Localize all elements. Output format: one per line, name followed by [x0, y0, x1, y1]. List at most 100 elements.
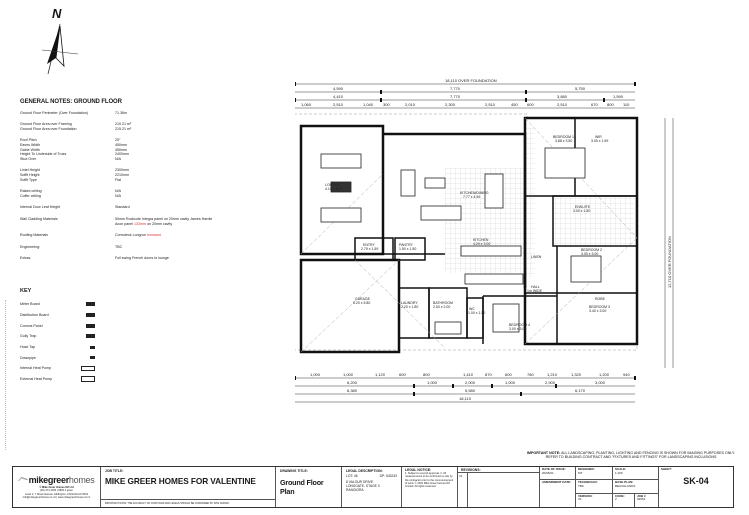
- room-label: WIR: [595, 135, 602, 139]
- room-label: BEDROOM 4: [509, 323, 530, 327]
- note-value: 2300mm: [115, 168, 129, 173]
- dimension: 940: [623, 372, 630, 377]
- dimension: 1,320: [571, 372, 582, 377]
- note-value: Flat: [115, 177, 121, 182]
- key-label: Downpipe: [20, 355, 36, 360]
- room-size: 3.00 x 3.00: [509, 327, 526, 331]
- note-key: Soffit Type: [20, 177, 37, 182]
- dimension: 1,590: [613, 94, 624, 99]
- dimension: 2,010: [405, 102, 416, 107]
- dimension: 12,710 OVER FOUNDATION: [667, 236, 672, 288]
- downpipe-icon: [90, 356, 95, 360]
- brand-tail: homes: [68, 475, 95, 485]
- note-key: Height To Underside of Truss: [20, 152, 67, 157]
- room-size: 6.20 x 5.80: [353, 301, 370, 305]
- dimension: 800: [423, 372, 430, 377]
- dimension: 7,770: [450, 86, 461, 91]
- address-line3: RANGIORA: [346, 488, 364, 492]
- overall-dimension: 18,110 OVER FOUNDATION: [445, 78, 497, 83]
- note-row: Soffit Type Flat: [20, 178, 270, 183]
- key-item: Comms Panel: [20, 320, 95, 331]
- room-label: BEDROOM 1: [553, 135, 574, 139]
- note-value: TBC: [115, 244, 123, 249]
- revisions-cell: REVISIONS: V1: [458, 467, 540, 507]
- room-size: 3.00 x 1.59: [591, 139, 608, 143]
- note-value: 215.21 m²: [115, 126, 132, 131]
- room-size: 7.77 x 4.59: [463, 195, 480, 199]
- external-heat-pump-icon: [81, 376, 95, 383]
- dimension: 1,410: [463, 372, 474, 377]
- room-label: ENSUITE: [575, 205, 591, 209]
- dimension: 870: [485, 372, 492, 377]
- dimension: 1,000: [310, 372, 321, 377]
- job-footer-note: IMPORTANT NOTE: THE ACCURACY OF CONTOURS…: [101, 499, 275, 507]
- room-size: 1.50 x 1.50: [399, 247, 416, 251]
- room-label: LOUNGE: [325, 183, 340, 187]
- job-number: 92651: [637, 497, 646, 502]
- room-size: 3.40 x 3.00: [589, 309, 606, 313]
- important-note-lead: IMPORTANT NOTE:: [527, 451, 561, 455]
- address-line2: LONGGATE, STAGE 3: [346, 484, 380, 488]
- dimension: 2,000: [465, 380, 476, 385]
- job-number-cell: JOB #92651: [635, 493, 659, 507]
- note-row: Engineering:TBC: [20, 245, 270, 250]
- lot-number: LOT: 46: [346, 474, 358, 478]
- notes-title: GENERAL NOTES: GROUND FLOOR: [20, 99, 122, 105]
- note-value: 2400mm: [115, 152, 129, 157]
- brand-logo: mikegreerhomes: [16, 475, 97, 485]
- gully-trap-icon: [86, 334, 95, 339]
- dimension: 18,110: [459, 396, 472, 401]
- note-value: 50mm Rockcote Integra panel on 20mm cavi…: [115, 217, 270, 226]
- note-key: Raked ceiling: [20, 189, 42, 194]
- designer-label: DESIGNER:: [578, 467, 595, 471]
- project-info-grid: DATE OF ISSUE:20/05/21 DESIGNER:MT SCALE…: [540, 467, 733, 507]
- code: 2: [615, 497, 617, 502]
- key-item: Hose Tap: [20, 342, 95, 353]
- dimension: 600: [527, 102, 534, 107]
- note-value: N/A: [115, 189, 121, 194]
- date-of-issue-cell: DATE OF ISSUE:20/05/21: [540, 467, 576, 481]
- dimension: 110: [623, 102, 630, 107]
- note-value-line2-tail: on 20mm cavity: [145, 221, 173, 226]
- room-label: LAUNDRY: [401, 301, 418, 305]
- internal-heat-pump-icon: [81, 365, 95, 371]
- legal-notice-text: 1. Subject to council approval. 2. All m…: [405, 472, 454, 489]
- drawing-title: Ground Floor Plan: [280, 478, 324, 496]
- brand-phone: (03) 374 4030 | 0800 4 greer: [40, 489, 73, 493]
- amendment-date-cell: AMENDMENT DATE:: [540, 480, 576, 507]
- legal-notice-cell: LEGAL NOTICE: 1. Subject to council appr…: [402, 467, 458, 507]
- base-plan: BEACHLANDS: [615, 483, 636, 488]
- room-size: 2.00 x 2.00: [433, 305, 450, 309]
- note-value-highlight: 133mm: [133, 221, 146, 226]
- room-label: KITCHEN: [473, 238, 489, 242]
- dimension: 1,120: [375, 372, 386, 377]
- technician-cell: TECHNICIAN:TBC: [576, 480, 613, 494]
- room-label: HALL: [531, 285, 540, 289]
- room-label: BEDROOM 2: [581, 248, 602, 252]
- dimension: 1,000: [427, 380, 438, 385]
- key-label: Comms Panel: [20, 323, 43, 328]
- note-row: Wall Cladding Materials 50mm Rockcote In…: [20, 217, 270, 226]
- legal-notice-label: LEGAL NOTICE:: [405, 468, 432, 472]
- side-margin-note: [5, 300, 9, 450]
- room-size: 2.79 x 1.59: [361, 247, 378, 251]
- dimension: 1,040: [363, 102, 374, 107]
- note-value: Full swing French doors to lounge: [115, 256, 169, 261]
- comms-panel-icon: [86, 323, 95, 328]
- note-value-text: Corrodeck Longrun: [115, 233, 147, 238]
- technician: TBC: [578, 483, 584, 488]
- key-item: Gully Trap: [20, 331, 95, 342]
- dimension: 2,900: [545, 380, 556, 385]
- designer: MT: [578, 470, 583, 475]
- address-line1: 8 VALOUR DRIVE: [346, 480, 374, 484]
- room-label: BEDROOM 3: [589, 305, 610, 309]
- code-cell: CODE:2: [613, 493, 635, 507]
- note-key: Extras:: [20, 256, 32, 261]
- room-size: 3.00 x 1.80: [573, 209, 590, 213]
- hose-tap-icon: [90, 345, 95, 349]
- note-key: Ground Floor Area over Framing: [20, 122, 72, 127]
